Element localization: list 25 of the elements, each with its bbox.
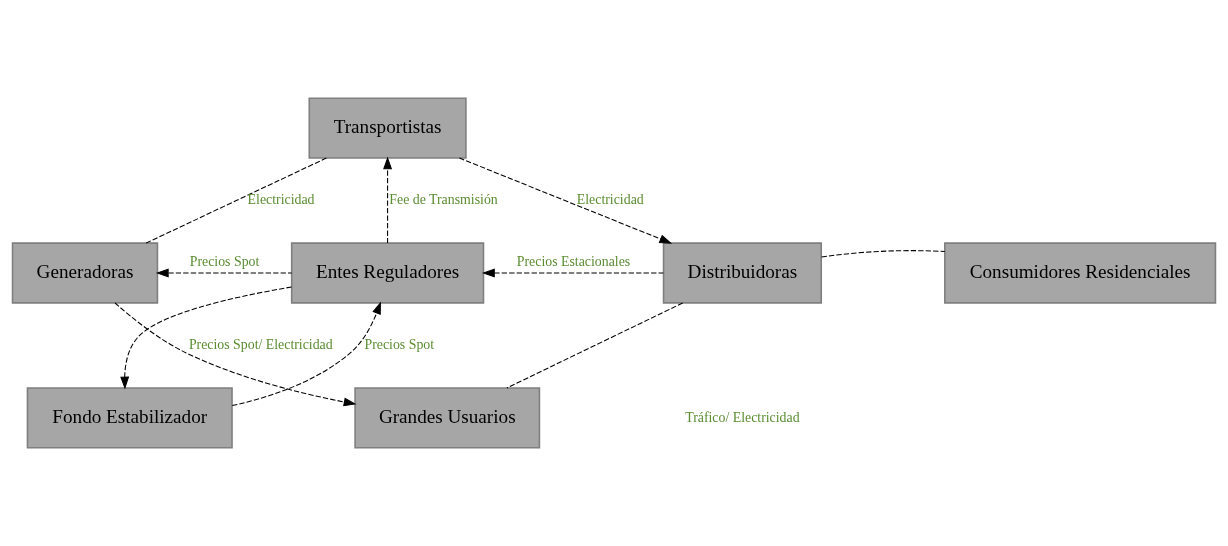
edge-label: Electricidad	[576, 192, 644, 208]
edge-label: Precios Estacionales	[516, 253, 631, 269]
arrow	[482, 268, 664, 278]
node-box: Transportistas	[308, 97, 467, 159]
arrow	[155, 268, 293, 278]
node-box: Generadoras	[11, 242, 159, 304]
arrow	[458, 157, 673, 244]
arrow	[383, 156, 393, 244]
connector	[145, 157, 327, 244]
node-box: Grandes Usuarios	[354, 387, 541, 449]
node-box: Distribuidoras	[662, 242, 823, 304]
node-box: Entes Reguladores	[290, 242, 485, 304]
edge-label: Fee de Transmisión	[389, 192, 498, 208]
edge-label: Precios Spot/ Electricidad	[188, 337, 333, 353]
arrow	[114, 302, 357, 407]
edge-label: Electricidad	[247, 192, 315, 208]
node-box: Fondo Estabilizador	[26, 387, 233, 449]
edge-label: Precios Spot	[189, 253, 260, 269]
arrow	[231, 301, 381, 407]
node-box: Consumidores Residenciales	[944, 242, 1217, 304]
connector	[506, 302, 684, 389]
connector	[821, 250, 946, 258]
label: Tráfico/ Electricidad	[685, 409, 800, 425]
edge-label: Precios Spot	[364, 337, 435, 353]
arrow	[120, 286, 293, 390]
